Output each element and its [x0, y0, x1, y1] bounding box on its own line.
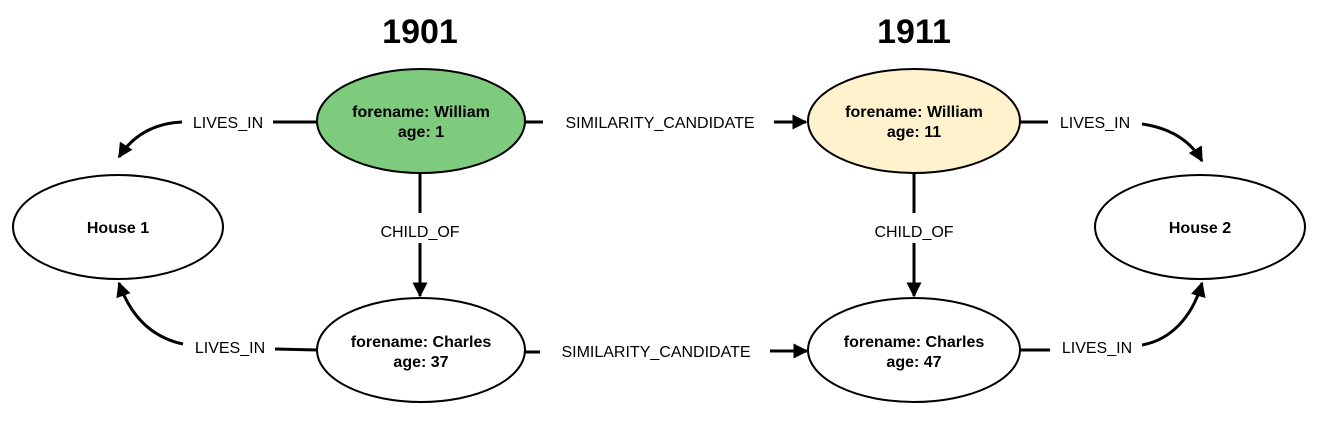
label-charles-1911-lives-in: LIVES_IN — [1062, 340, 1132, 357]
node-william-1911-forename: forename: William — [845, 104, 983, 121]
node-house-1: House 1 — [12, 174, 224, 280]
node-house-2-label: House 2 — [1169, 220, 1231, 237]
edge-charles-1901-lives-in — [274, 347, 318, 352]
node-william-1911-shape — [807, 68, 1021, 174]
node-william-1901-age: age: 1 — [398, 124, 444, 141]
node-william-1911: forename: William age: 11 — [807, 68, 1021, 174]
node-charles-1911: forename: Charles age: 47 — [807, 297, 1021, 403]
node-william-1901-shape — [316, 68, 526, 174]
label-child-of-1911: CHILD_OF — [874, 224, 953, 241]
edge-charles-1911-lives-in-curve — [1141, 281, 1206, 347]
node-charles-1901-forename: forename: Charles — [351, 334, 492, 351]
node-charles-1901-age: age: 37 — [393, 354, 448, 371]
node-william-1901-forename: forename: William — [352, 104, 490, 121]
node-house-2-shape — [1094, 174, 1306, 280]
label-william-1901-lives-in: LIVES_IN — [193, 115, 263, 132]
year-1901-heading: 1901 — [382, 13, 458, 51]
node-william-1911-age: age: 11 — [887, 124, 941, 141]
node-house-1-shape — [12, 174, 224, 280]
node-house-1-label: House 1 — [87, 220, 149, 237]
label-similarity-charles: SIMILARITY_CANDIDATE — [561, 344, 750, 361]
node-house-2: House 2 — [1094, 174, 1306, 280]
label-child-of-1901: CHILD_OF — [380, 224, 459, 241]
node-charles-1911-age: age: 47 — [886, 354, 941, 371]
year-1911-heading: 1911 — [877, 13, 951, 51]
node-charles-1901-shape — [316, 297, 526, 403]
label-charles-1901-lives-in: LIVES_IN — [195, 340, 265, 357]
edge-william-1911-lives-in-curve — [1141, 122, 1204, 163]
node-charles-1911-forename: forename: Charles — [844, 334, 985, 351]
node-charles-1901: forename: Charles age: 37 — [316, 297, 526, 403]
label-william-1911-lives-in: LIVES_IN — [1060, 115, 1130, 132]
edge-william-1901-lives-in-curve — [117, 120, 183, 159]
edge-charles-1901-lives-in-curve — [116, 281, 184, 346]
node-william-1901: forename: William age: 1 — [316, 68, 526, 174]
node-charles-1911-shape — [807, 297, 1021, 403]
label-similarity-william: SIMILARITY_CANDIDATE — [565, 115, 754, 132]
